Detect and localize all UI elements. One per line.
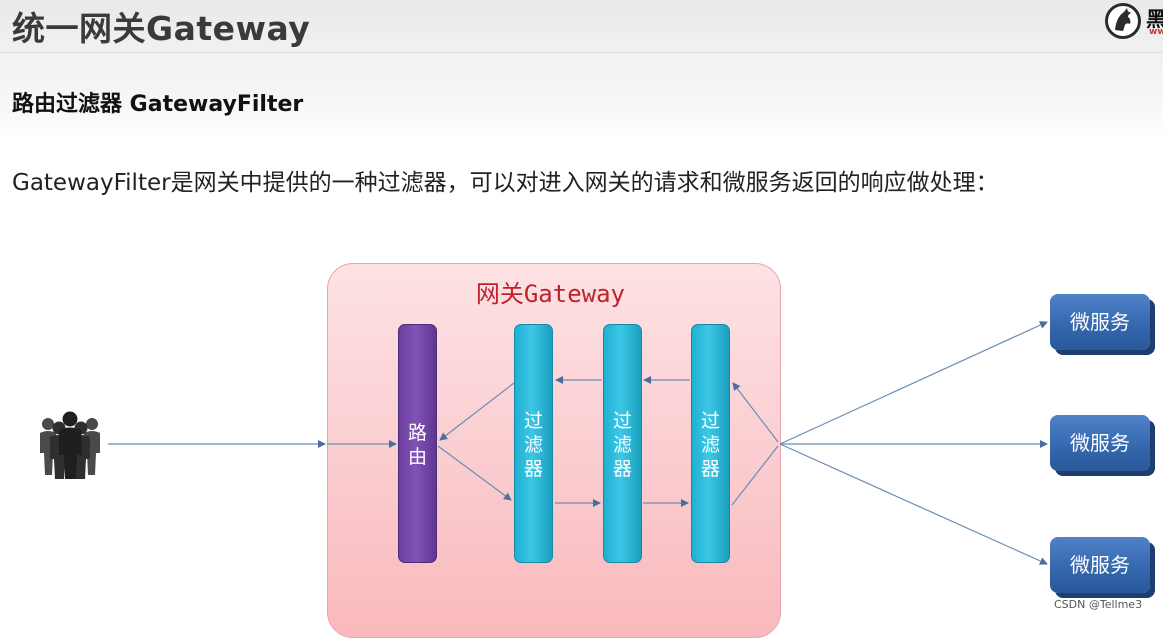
filter-label: 过 滤 器 xyxy=(700,410,720,480)
header-divider xyxy=(0,52,1163,53)
route-label: 路 由 xyxy=(407,422,427,468)
slide-header xyxy=(0,0,1163,140)
arrow-services-to-filter3 xyxy=(732,382,779,443)
arrow-to-service-3 xyxy=(779,443,1048,565)
filter-bar-2: 过 滤 器 xyxy=(603,324,642,563)
route-bar: 路 由 xyxy=(398,324,437,563)
filter-bar-1: 过 滤 器 xyxy=(514,324,553,563)
microservice-box-2: 微服务 xyxy=(1050,415,1150,471)
arrow-filter1-to-route xyxy=(439,382,515,441)
gateway-label: 网关Gateway xyxy=(475,280,625,308)
arrow-filter3-to-services xyxy=(731,445,779,506)
horse-head-icon xyxy=(1105,3,1141,39)
arrow-to-service-1 xyxy=(779,321,1048,445)
watermark-text: CSDN @Tellme3 xyxy=(1054,598,1143,611)
filter-label: 过 滤 器 xyxy=(523,410,543,480)
users-group-icon xyxy=(40,411,100,479)
logo-text: 黑 xyxy=(1146,7,1163,31)
filter-bar-3: 过 滤 器 xyxy=(691,324,730,563)
arrow-route-to-filter1 xyxy=(437,445,512,501)
filter-label: 过 滤 器 xyxy=(612,410,632,480)
microservice-box-3: 微服务 xyxy=(1050,537,1150,593)
slide-title: 统一网关Gateway xyxy=(12,9,311,48)
logo-url-text: ww xyxy=(1149,27,1163,37)
brand-logo: 黑 ww xyxy=(1104,2,1163,42)
flow-arrows xyxy=(108,321,1048,565)
microservice-box-1: 微服务 xyxy=(1050,294,1150,350)
intro-paragraph: GatewayFilter是网关中提供的一种过滤器，可以对进入网关的请求和微服务… xyxy=(12,170,999,196)
section-subtitle: 路由过滤器 GatewayFilter xyxy=(12,92,304,117)
